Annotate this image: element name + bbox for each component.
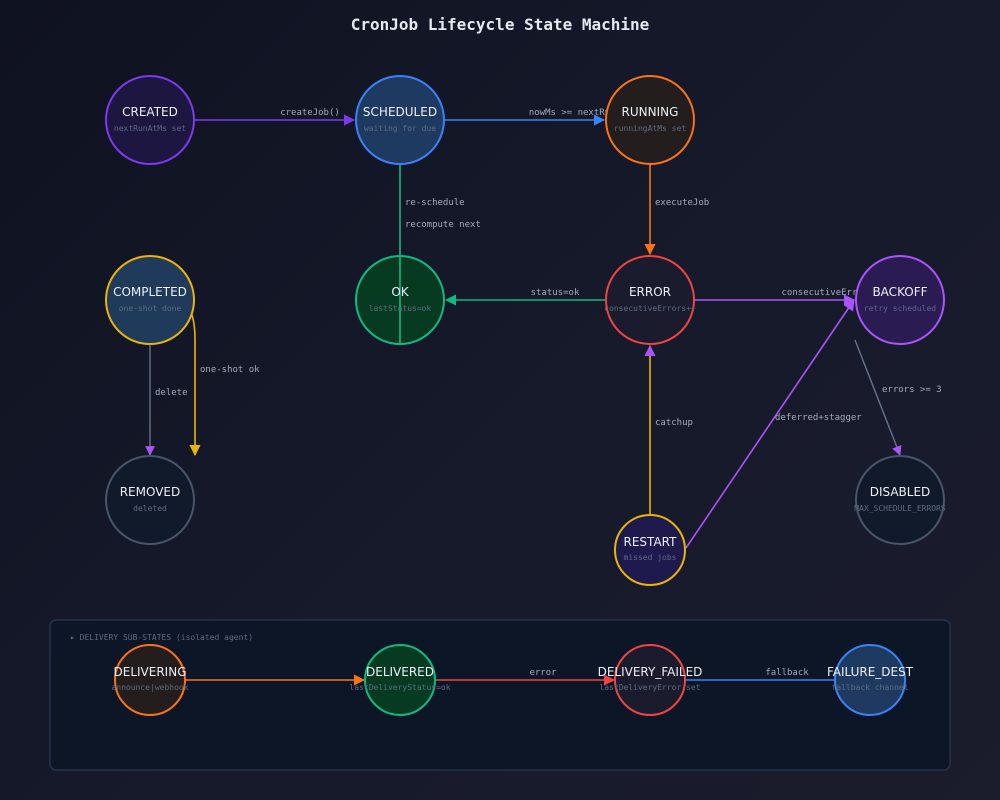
state-delivering-label: DELIVERING bbox=[114, 665, 187, 679]
edge-completed-one-shot-ok bbox=[189, 309, 201, 457]
state-error-sub: consecutiveErrors++ bbox=[604, 304, 696, 313]
state-delivery-failed-label: DELIVERY_FAILED bbox=[598, 665, 703, 679]
state-delivered: DELIVERED lastDeliveryStatus=ok bbox=[349, 644, 451, 716]
state-disabled-sub: MAX_SCHEDULE_ERRORS bbox=[854, 504, 946, 513]
state-delivering: DELIVERING announce|webhook bbox=[111, 644, 189, 716]
state-disabled-label: DISABLED bbox=[870, 485, 931, 499]
state-completed-sub: one-shot done bbox=[119, 304, 182, 313]
state-created: CREATED nextRunAtMs set bbox=[105, 75, 195, 165]
state-backoff-sub: retry scheduled bbox=[864, 304, 936, 313]
state-created-label: CREATED bbox=[122, 105, 178, 119]
edge-label-errors-ge-3: errors >= 3 bbox=[882, 385, 942, 395]
edge-label-consecutive-errors: consecutiveErrors>0 bbox=[782, 288, 885, 298]
state-completed: COMPLETED one-shot done bbox=[105, 255, 195, 345]
state-backoff: BACKOFF retry scheduled bbox=[855, 255, 945, 345]
edge-label-delivery-error: error bbox=[529, 668, 557, 678]
state-failure-dest-sub: fallback channel bbox=[831, 683, 908, 692]
state-delivered-sub: lastDeliveryStatus=ok bbox=[349, 683, 450, 692]
state-ok-sub: lastStatus=ok bbox=[369, 304, 432, 313]
delivery-substates-panel bbox=[49, 619, 951, 771]
state-scheduled-sub: waiting for due bbox=[364, 124, 436, 133]
state-restart-label: RESTART bbox=[624, 535, 678, 549]
state-ok-label: OK bbox=[391, 285, 409, 299]
edge-label-re-schedule: re-schedule bbox=[405, 198, 465, 208]
state-completed-label: COMPLETED bbox=[113, 285, 187, 299]
edge-label-delete: delete bbox=[155, 388, 188, 398]
state-removed-label: REMOVED bbox=[120, 485, 181, 499]
state-delivery-failed-sub: lastDeliveryError set bbox=[599, 683, 700, 692]
delivery-panel-title: ▸ DELIVERY SUB-STATES (isolated agent) bbox=[70, 633, 253, 642]
state-created-sub: nextRunAtMs set bbox=[114, 124, 186, 133]
state-restart: RESTART missed jobs bbox=[614, 514, 686, 586]
state-error-label: ERROR bbox=[629, 285, 671, 299]
state-error: ERROR consecutiveErrors++ bbox=[604, 255, 696, 345]
edge-label-catchup: catchup bbox=[655, 418, 693, 428]
state-backoff-label: BACKOFF bbox=[872, 285, 927, 299]
state-delivery-failed: DELIVERY_FAILED lastDeliveryError set bbox=[598, 644, 703, 716]
state-failure-dest-label: FAILURE_DEST bbox=[827, 665, 914, 679]
edge-label-create-job: createJob() bbox=[280, 108, 340, 118]
state-removed: REMOVED deleted bbox=[105, 455, 195, 545]
edge-backoff-to-disabled bbox=[854, 339, 902, 456]
edge-label-deferred-stagger: deferred+stagger bbox=[775, 413, 862, 423]
state-running-sub: runningAtMs set bbox=[614, 124, 686, 133]
state-restart-sub: missed jobs bbox=[624, 553, 677, 562]
state-ok: OK lastStatus=ok bbox=[355, 255, 445, 345]
edge-label-execute-job: executeJob bbox=[655, 198, 709, 208]
state-delivering-sub: announce|webhook bbox=[111, 683, 188, 692]
edge-label-now-due: nowMs >= nextRunAtMs bbox=[529, 108, 637, 118]
state-failure-dest: FAILURE_DEST fallback channel bbox=[827, 644, 914, 716]
state-scheduled: SCHEDULED waiting for due bbox=[355, 75, 445, 165]
state-scheduled-label: SCHEDULED bbox=[363, 105, 437, 119]
edge-label-fallback: fallback bbox=[765, 668, 809, 678]
state-running-label: RUNNING bbox=[622, 105, 679, 119]
edge-label-one-shot-ok: one-shot ok bbox=[200, 365, 260, 375]
edge-label-recompute-next: recompute next bbox=[405, 220, 481, 230]
edge-restart-to-backoff bbox=[685, 299, 855, 549]
diagram-title: CronJob Lifecycle State Machine bbox=[351, 15, 650, 34]
state-delivered-label: DELIVERED bbox=[366, 665, 434, 679]
state-removed-sub: deleted bbox=[133, 504, 167, 513]
state-disabled: DISABLED MAX_SCHEDULE_ERRORS bbox=[854, 455, 946, 545]
edge-label-status-ok: status=ok bbox=[531, 288, 580, 298]
state-running: RUNNING runningAtMs set bbox=[605, 75, 695, 165]
